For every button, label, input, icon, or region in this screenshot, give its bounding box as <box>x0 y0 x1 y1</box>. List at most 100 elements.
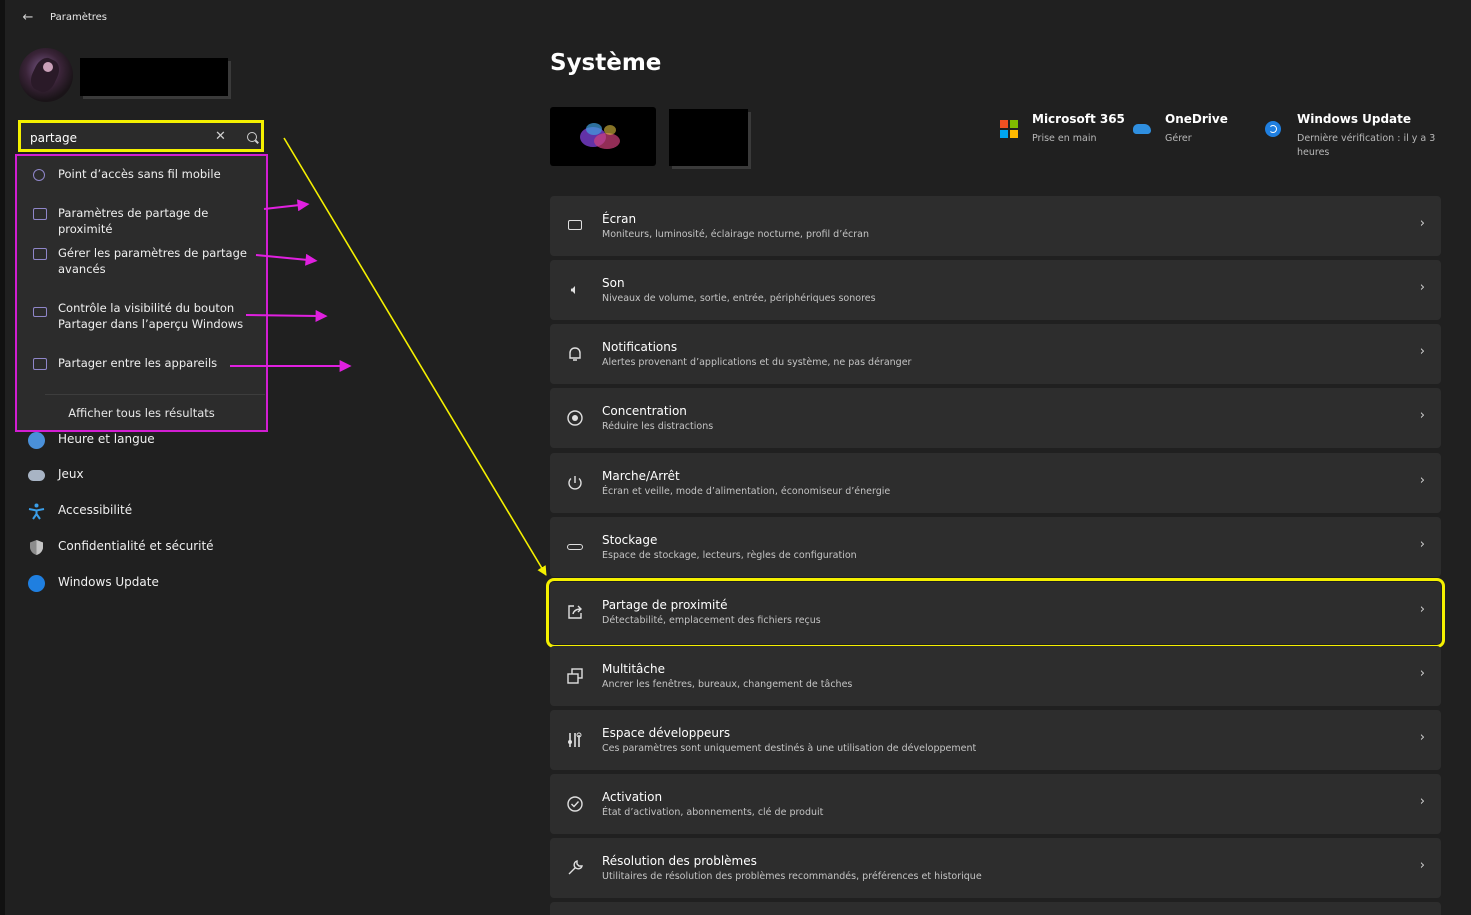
card-title: Notifications <box>602 340 678 354</box>
card-subtitle: Espace de stockage, lecteurs, règles de … <box>602 550 857 561</box>
chevron-right-icon: › <box>1419 730 1425 745</box>
card-title: Stockage <box>602 533 658 547</box>
chevron-right-icon: › <box>1419 344 1425 359</box>
page-title: Système <box>550 50 662 76</box>
accessibility-icon <box>28 503 45 520</box>
settings-card-focus[interactable]: Concentration Réduire les distractions › <box>550 388 1441 448</box>
search-icon[interactable] <box>247 132 257 142</box>
multitask-icon <box>566 667 584 685</box>
search-result-label: Point d’accès sans fil mobile <box>58 167 221 181</box>
search-result-label: Gérer les paramètres de partage avancés <box>58 246 247 276</box>
hotspot-icon <box>33 169 45 181</box>
title-bar: ← Paramètres <box>5 0 1471 36</box>
shield-icon <box>28 539 45 556</box>
card-title: Marche/Arrêt <box>602 469 680 483</box>
settings-card-multitasking[interactable]: Multitâche Ancrer les fenêtres, bureaux,… <box>550 646 1441 706</box>
quick-link-title: OneDrive <box>1165 112 1228 126</box>
search-results-dropdown: Point d’accès sans fil mobile Paramètres… <box>15 154 268 432</box>
power-icon <box>566 474 584 492</box>
network-icon <box>33 248 47 260</box>
chevron-right-icon: › <box>1419 602 1425 617</box>
card-subtitle: Détectabilité, emplacement des fichiers … <box>602 615 821 626</box>
card-subtitle: Ancrer les fenêtres, bureaux, changement… <box>602 679 853 690</box>
card-subtitle: Alertes provenant d’applications et du s… <box>602 357 912 368</box>
device-name-redacted <box>669 109 748 166</box>
chevron-right-icon: › <box>1419 473 1425 488</box>
quick-link-subtitle: Prise en main <box>1032 133 1097 144</box>
search-result-item[interactable]: Partager entre les appareils <box>17 355 266 375</box>
search-result-label: Contrôle la visibilité du bouton Partage… <box>58 301 244 331</box>
settings-card-storage[interactable]: Stockage Espace de stockage, lecteurs, r… <box>550 517 1441 577</box>
card-subtitle: Niveaux de volume, sortie, entrée, périp… <box>602 293 876 304</box>
search-result-item[interactable]: Point d’accès sans fil mobile <box>17 166 266 186</box>
globe-clock-icon <box>28 432 45 449</box>
quick-link-title: Windows Update <box>1297 112 1412 126</box>
card-title: Multitâche <box>602 662 665 676</box>
card-title: Espace développeurs <box>602 726 731 740</box>
bell-icon <box>566 345 584 363</box>
back-arrow-icon[interactable]: ← <box>22 10 34 25</box>
chevron-right-icon: › <box>1419 858 1425 873</box>
search-result-label: Partager entre les appareils <box>58 356 218 370</box>
card-subtitle: Réduire les distractions <box>602 421 714 432</box>
list-icon <box>33 358 47 370</box>
card-subtitle: Utilitaires de résolution des problèmes … <box>602 871 982 882</box>
sidebar-item-label: Jeux <box>58 467 84 481</box>
share-icon <box>33 208 47 220</box>
chevron-right-icon: › <box>1419 537 1425 552</box>
card-title: Activation <box>602 790 663 804</box>
card-subtitle: Moniteurs, luminosité, éclairage nocturn… <box>602 229 870 240</box>
settings-card-partial[interactable] <box>550 902 1441 915</box>
search-result-label: Paramètres de partage de proximité <box>58 206 209 236</box>
profile-name-redacted <box>80 58 228 96</box>
developer-icon <box>566 731 584 749</box>
search-box[interactable]: partage ✕ <box>18 120 264 152</box>
windows-update-icon <box>28 575 45 592</box>
settings-card-notifications[interactable]: Notifications Alertes provenant d’applic… <box>550 324 1441 384</box>
quick-link-subtitle: Dernière vérification : il y a 3 <box>1297 133 1436 144</box>
chevron-right-icon: › <box>1419 666 1425 681</box>
taskbar-icon <box>33 307 47 317</box>
divider <box>45 394 265 395</box>
card-title: Écran <box>602 212 637 226</box>
gamepad-icon <box>28 470 45 481</box>
settings-card-troubleshoot[interactable]: Résolution des problèmes Utilitaires de … <box>550 838 1441 898</box>
settings-card-sound[interactable]: 🔈︎ Son Niveaux de volume, sortie, entrée… <box>550 260 1441 320</box>
check-circle-icon <box>566 795 584 813</box>
sidebar-item-label: Confidentialité et sécurité <box>58 539 214 553</box>
settings-card-developers[interactable]: Espace développeurs Ces paramètres sont … <box>550 710 1441 770</box>
settings-card-display[interactable]: Écran Moniteurs, luminosité, éclairage n… <box>550 196 1441 256</box>
wrench-icon <box>566 859 584 877</box>
search-input[interactable]: partage <box>30 131 77 145</box>
speaker-icon: 🔈︎ <box>570 282 580 298</box>
quick-link-title: Microsoft 365 <box>1032 112 1125 126</box>
card-subtitle: État d’activation, abonnements, clé de p… <box>602 807 824 818</box>
annotation-arrow <box>263 199 310 212</box>
windows-update-icon <box>1265 121 1281 137</box>
search-result-item[interactable]: Contrôle la visibilité du bouton Partage… <box>17 300 266 334</box>
card-subtitle: Écran et veille, mode d’alimentation, éc… <box>602 486 891 497</box>
sidebar-item-label: Windows Update <box>58 575 159 589</box>
onedrive-icon <box>1133 124 1151 134</box>
card-subtitle: Ces paramètres sont uniquement destinés … <box>602 743 977 754</box>
annotation-arrow <box>283 137 547 576</box>
chevron-right-icon: › <box>1419 408 1425 423</box>
search-result-item[interactable]: Paramètres de partage de proximité <box>17 205 266 236</box>
display-icon <box>566 217 584 235</box>
device-wallpaper-thumbnail[interactable] <box>550 107 656 166</box>
show-all-results-button[interactable]: Afficher tous les résultats <box>68 406 215 420</box>
quick-link-subtitle: Gérer <box>1165 133 1192 144</box>
card-title: Concentration <box>602 404 687 418</box>
window-left-edge <box>0 0 5 915</box>
card-title: Son <box>602 276 625 290</box>
settings-card-nearby-sharing[interactable]: Partage de proximité Détectabilité, empl… <box>546 578 1445 648</box>
share-icon <box>566 603 584 621</box>
search-result-item[interactable]: Gérer les paramètres de partage avancés <box>17 245 266 279</box>
clear-icon[interactable]: ✕ <box>215 129 226 144</box>
chevron-right-icon: › <box>1419 794 1425 809</box>
settings-card-power[interactable]: Marche/Arrêt Écran et veille, mode d’ali… <box>550 453 1441 513</box>
card-title: Résolution des problèmes <box>602 854 757 868</box>
settings-card-activation[interactable]: Activation État d’activation, abonnement… <box>550 774 1441 834</box>
avatar[interactable] <box>19 48 73 102</box>
card-title: Partage de proximité <box>602 598 728 612</box>
